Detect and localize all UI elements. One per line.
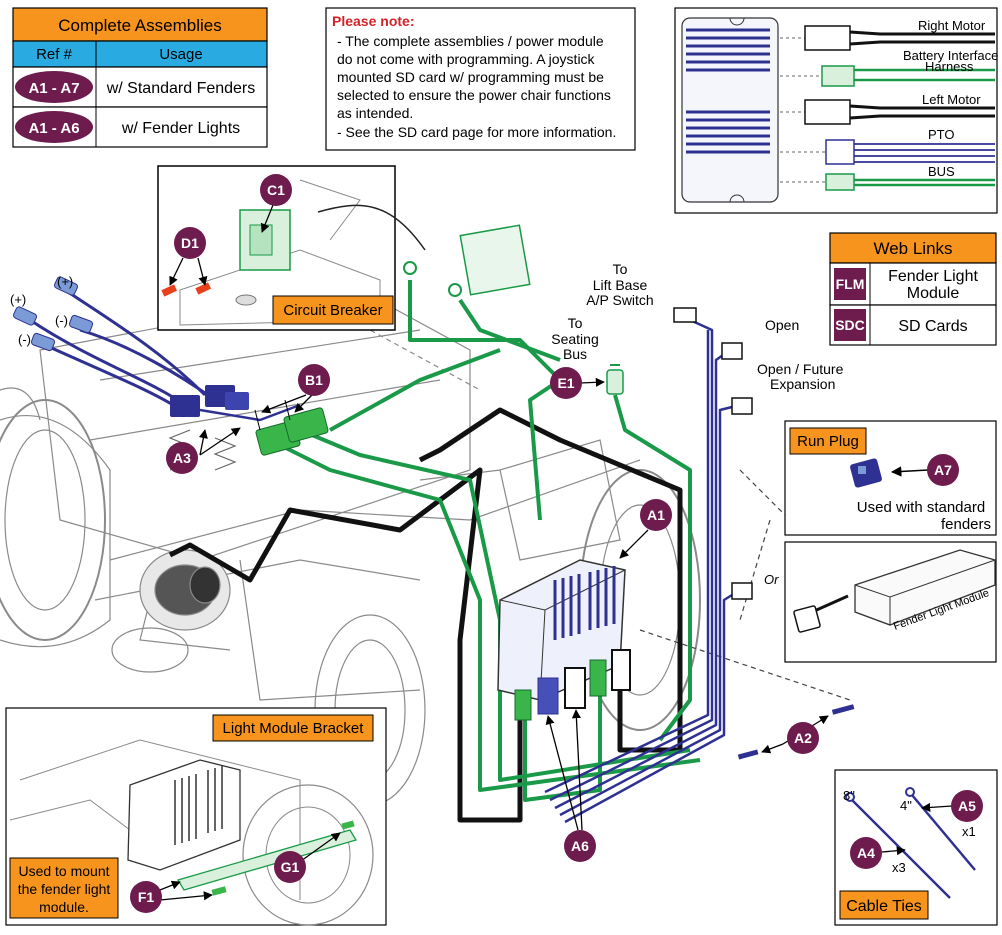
to-seating-2: Seating [551,331,598,347]
complete-assemblies-table: Complete Assemblies Ref # Usage A1 - A7 … [12,7,268,148]
run-plug-label: Run Plug [797,433,859,450]
used-to-mount-3: module. [39,899,89,915]
plus-label-2: (+) [10,292,26,307]
col-ref: Ref # [36,46,73,63]
assembly-usage-1: w/ Standard Fenders [106,80,256,97]
assembly-ref-1: A1 - A7 [28,80,79,97]
open-future-2: Expansion [770,376,835,392]
callout-b1: B1 [298,364,330,396]
callout-e1-text: E1 [557,375,574,391]
label-right-motor: Right Motor [918,18,986,33]
label-pto: PTO [928,127,955,142]
used-to-mount-2: the fender light [18,881,111,897]
callout-c1-text: C1 [267,182,285,198]
assembly-ref-2: A1 - A6 [28,120,79,137]
a2-screws [737,704,855,760]
web-link-sdc-label[interactable]: SD Cards [898,318,967,335]
fender-light-module-inset: Fender Light Module Or [764,541,997,663]
x1-label: x1 [962,824,976,839]
callout-g1: G1 [274,851,306,883]
web-links-title: Web Links [873,239,952,258]
callout-a2: A2 [787,722,819,754]
label-battery-1: Battery Interface [903,48,998,63]
tie-8-label: 8" [843,788,855,803]
callout-a7-text: A7 [934,462,952,478]
used-to-mount-1: Used to mount [18,863,109,879]
power-module [497,559,631,721]
callout-a2-text: A2 [794,730,812,746]
plus-label-1: (+) [57,274,73,289]
to-lift-1: To [613,261,628,277]
to-seating-3: Bus [563,346,587,362]
web-link-flm-label-1[interactable]: Fender Light [888,268,978,285]
callout-a1-text: A1 [647,507,665,523]
note-title: Please note: [332,13,414,29]
green-harness [269,280,701,802]
minus-label-1: (-) [55,313,68,328]
x3-label: x3 [892,860,906,875]
callout-g1-text: G1 [281,859,300,875]
to-lift-3: A/P Switch [586,292,653,308]
callout-b1-text: B1 [305,372,323,388]
callout-a4-text: A4 [857,845,875,861]
callout-f1: F1 [130,881,162,913]
web-link-flm-label-2[interactable]: Module [907,285,960,302]
callout-a5: A5 [951,790,983,822]
callout-c1: C1 [260,174,292,206]
note-line-6: - See the SD card page for more informat… [337,124,616,140]
open-future-1: Open / Future [757,361,844,377]
light-module-bracket-inset: Light Module Bracket Used to mount the f… [5,707,387,926]
loose-labels: (+) (+) (-) (-) To Lift Base A/P Switch … [10,261,844,392]
callout-a6: A6 [564,830,596,862]
light-module-bracket-label: Light Module Bracket [223,720,365,737]
to-seating-1: To [568,315,583,331]
callout-a4: A4 [850,837,882,869]
callout-a5-text: A5 [958,798,976,814]
note-line-1: - The complete assemblies / power module [337,33,604,49]
breaker-mount [403,224,531,297]
to-lift-2: Lift Base [593,277,648,293]
label-battery-2: Harness [925,59,974,74]
minus-label-2: (-) [18,332,31,347]
col-usage: Usage [159,46,202,63]
or-label: Or [764,572,779,587]
used-with-2: fenders [941,516,991,533]
used-with-1: Used with standard [857,499,985,516]
open-label: Open [765,317,799,333]
callout-a6-text: A6 [571,838,589,854]
run-plug-inset: Run Plug Used with standard fenders [784,420,997,536]
circuit-breaker-tag: Circuit Breaker [272,295,394,325]
callout-f1-text: F1 [138,889,155,905]
b1-connectors [254,399,329,456]
callout-a3: A3 [166,442,198,474]
callout-d1: D1 [174,227,206,259]
assemblies-title: Complete Assemblies [58,16,221,35]
web-links-table: Web Links [829,232,997,346]
battery-leads [12,276,249,417]
label-left-motor: Left Motor [922,92,981,107]
note-line-3: mounted SD card w/ programming must be [337,69,604,85]
assembly-usage-2: w/ Fender Lights [121,120,240,137]
callout-a1: A1 [640,499,672,531]
callout-d1-text: D1 [181,235,199,251]
callout-a3-text: A3 [173,450,191,466]
note-line-2: do not come with programming. A joystick [337,51,596,67]
please-note-box: Please note: - The complete assemblies /… [325,7,636,151]
web-link-flm-code[interactable]: FLM [836,276,865,292]
web-link-sdc-code[interactable]: SDC [835,317,865,333]
circuit-breaker-label: Circuit Breaker [283,302,382,319]
module-connector-diagram: Right Motor Battery Interface Harness Le… [674,7,998,214]
callout-e1: E1 [550,367,582,399]
web-link-flm[interactable]: FLM Fender Light Module [836,268,979,302]
note-line-5: as intended. [337,105,413,121]
note-line-4: selected to ensure the power chair funct… [337,87,611,103]
callout-a7: A7 [927,454,959,486]
cable-ties-label: Cable Ties [846,898,922,915]
tie-4-label: 4" [900,798,912,813]
side-connectors [606,307,753,600]
label-bus: BUS [928,164,955,179]
web-link-sdc[interactable]: SDC SD Cards [835,317,967,335]
